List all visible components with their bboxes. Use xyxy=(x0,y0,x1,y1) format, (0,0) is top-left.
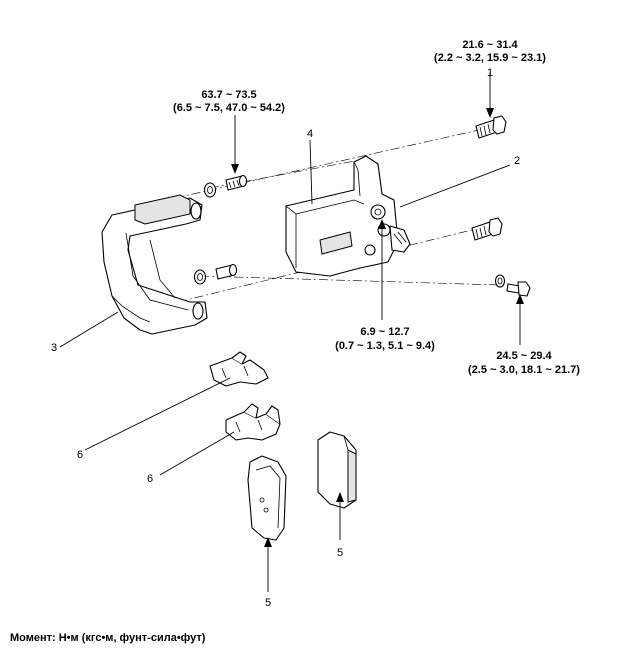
brake-pad-inner xyxy=(247,455,287,541)
torque-spec-top-right-value: 21.6 ~ 31.4 xyxy=(462,39,518,51)
torque-spec-top-left-value: 63.7 ~ 73.5 xyxy=(201,89,256,101)
torque-spec-right-value: 24.5 ~ 29.4 xyxy=(496,350,552,362)
callout-6-lower-clip: 6 xyxy=(147,473,153,485)
callout-3: 3 xyxy=(51,342,57,354)
caliper-bolt-middle-right xyxy=(471,217,503,241)
callout-5-inner-pad: 5 xyxy=(265,597,271,609)
leader-lines xyxy=(59,72,524,592)
callout-4: 4 xyxy=(307,128,313,140)
torque-spec-top-right-units: (2.2 ~ 3.2, 15.9 ~ 23.1) xyxy=(434,52,546,64)
guide-bolt-lower xyxy=(193,263,238,285)
callout-6-upper-clip: 6 xyxy=(77,449,83,461)
caliper-bolt-upper-right xyxy=(475,115,507,139)
callout-1: 1 xyxy=(487,67,493,79)
caliper-housing xyxy=(285,155,411,277)
caliper-carrier-bracket xyxy=(101,194,208,335)
pad-retainer-clip-upper xyxy=(209,351,269,387)
torque-spec-center-units: (0.7 ~ 1.3, 5.1 ~ 9.4) xyxy=(335,340,435,352)
torque-units-footnote: Момент: Н•м (кгс•м, фунт-сила•фут) xyxy=(10,632,206,644)
torque-spec-top-left-units: (6.5 ~ 7.5, 47.0 ~ 54.2) xyxy=(173,102,285,114)
torque-spec-right-units: (2.5 ~ 3.0, 18.1 ~ 21.7) xyxy=(468,364,580,376)
callout-5-outer-pad: 5 xyxy=(337,547,343,559)
guide-bolt-upper xyxy=(203,174,248,198)
pad-retainer-clip-lower xyxy=(225,403,281,441)
brake-pad-outer xyxy=(317,431,357,509)
torque-spec-center-value: 6.9 ~ 12.7 xyxy=(360,326,409,338)
caliper-bolt-lower-right xyxy=(494,274,531,297)
callout-2: 2 xyxy=(514,155,520,167)
